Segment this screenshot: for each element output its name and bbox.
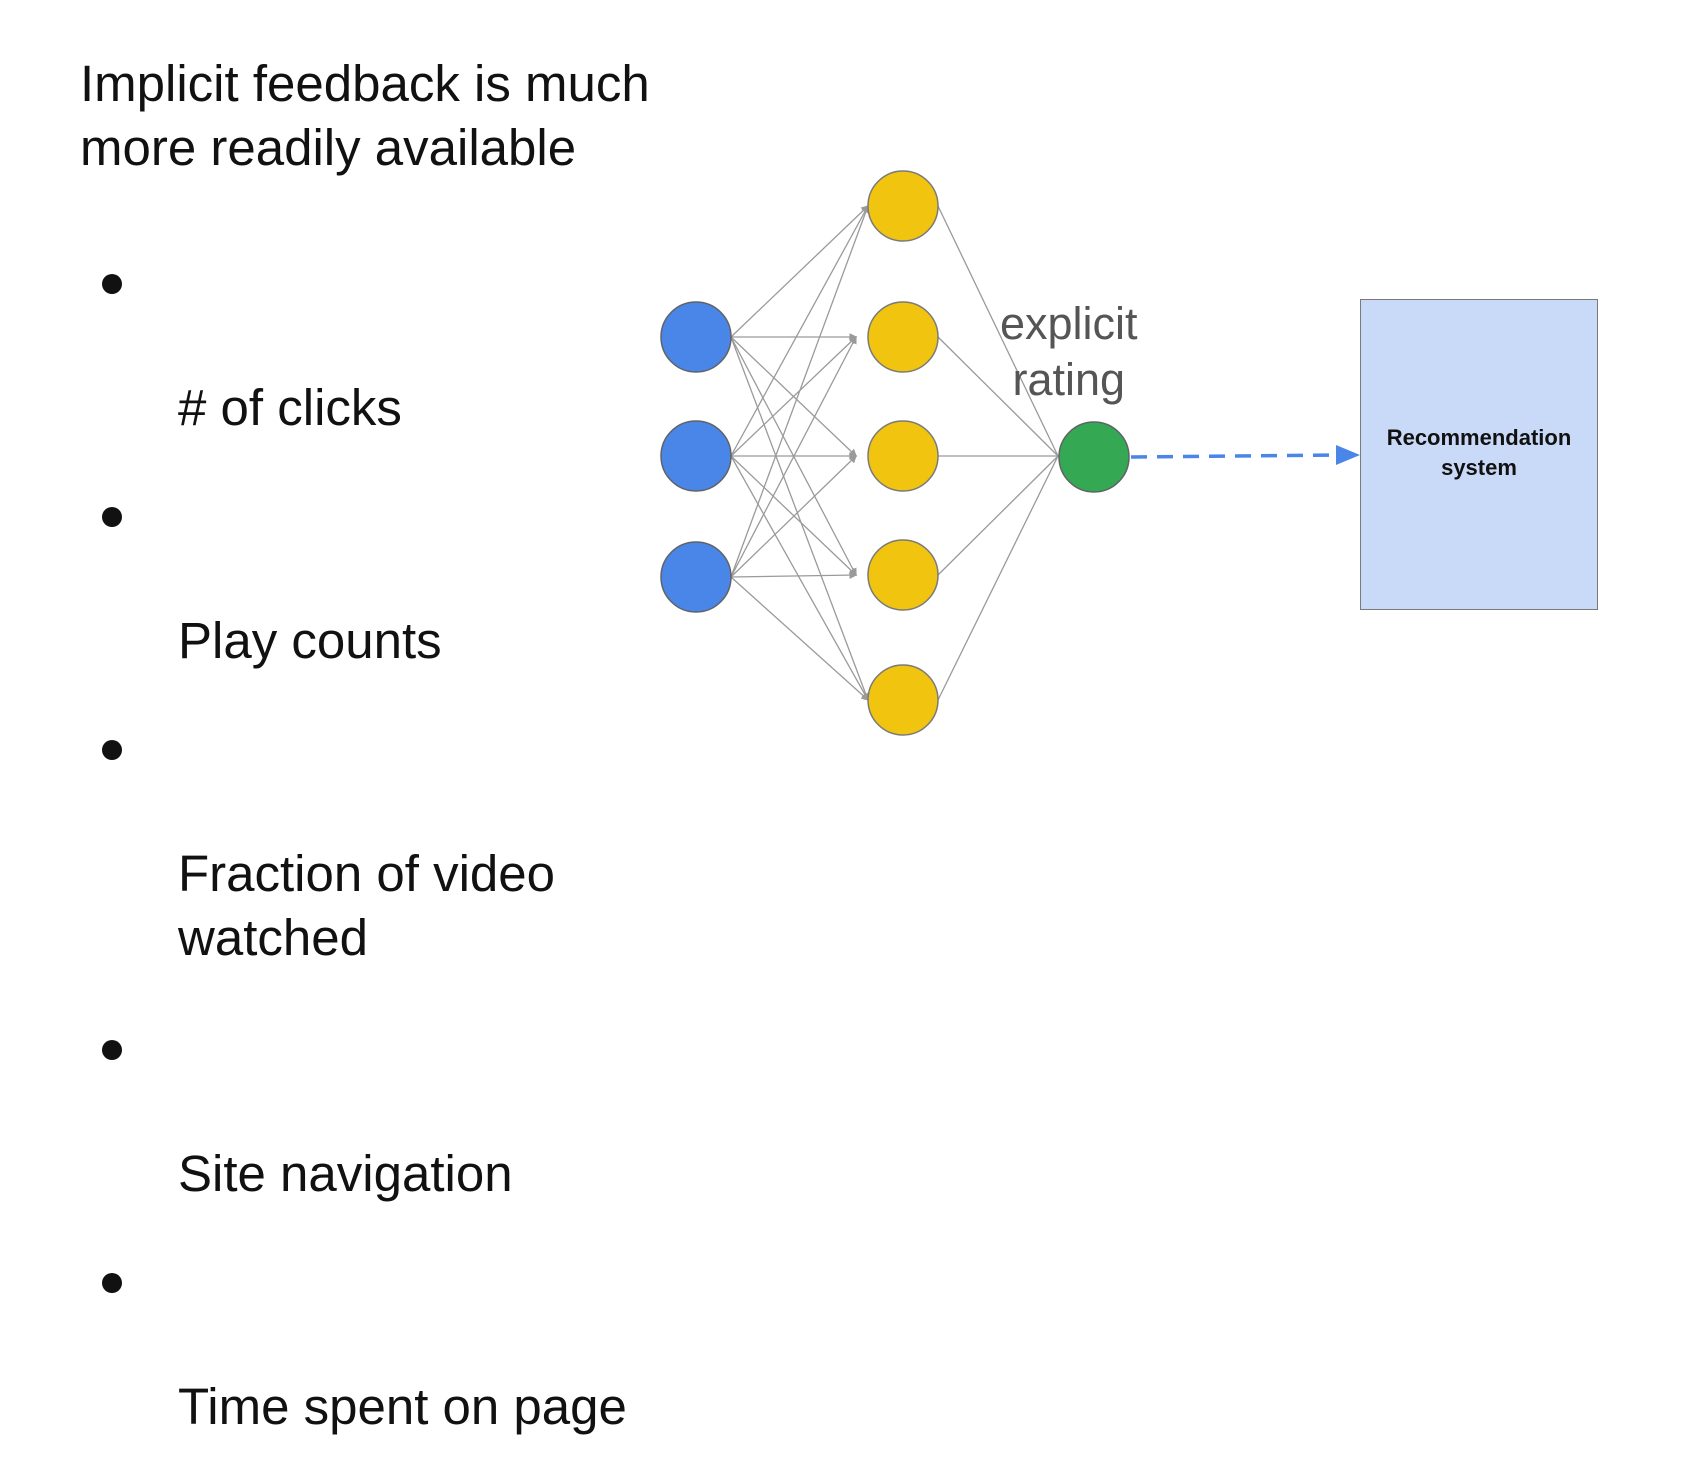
edge: [730, 335, 857, 578]
edge: [730, 576, 869, 701]
input-layer: [660, 301, 732, 613]
recommendation-system-label: Recommendation system: [1386, 424, 1572, 480]
dashed-arrow: [1130, 445, 1360, 465]
edge: [730, 455, 869, 702]
hidden-node: [867, 420, 939, 492]
bullet-item-clicks: # of clicks: [96, 248, 696, 440]
bullet-text: Site navigation: [178, 1145, 513, 1202]
edges-hidden-to-output: [937, 205, 1059, 701]
edge: [937, 205, 1059, 457]
bullet-dot-icon: [102, 740, 122, 760]
input-node: [660, 420, 732, 492]
input-node: [660, 541, 732, 613]
bullet-item-time-on-page: Time spent on page: [96, 1247, 696, 1439]
edge: [937, 336, 1059, 457]
slide-title: Implicit feedback is much more readily a…: [80, 55, 650, 176]
bullet-text: Time spent on page: [178, 1378, 627, 1435]
hidden-layer: [867, 170, 939, 736]
edge: [730, 205, 869, 338]
hidden-node: [867, 664, 939, 736]
bullet-dot-icon: [102, 274, 122, 294]
bullet-text: Play counts: [178, 612, 442, 669]
bullet-dot-icon: [102, 507, 122, 527]
edge: [730, 204, 869, 457]
bullet-dot-icon: [102, 1273, 122, 1293]
edge: [730, 336, 857, 457]
bullet-text: # of clicks: [178, 379, 402, 436]
output-layer: [1058, 421, 1130, 493]
hidden-node: [867, 170, 939, 242]
edge: [730, 204, 870, 578]
output-node: [1058, 421, 1130, 493]
edge: [937, 455, 1059, 576]
output-label: explicit rating: [1000, 298, 1138, 405]
edge: [730, 455, 857, 578]
bullet-item-play-counts: Play counts: [96, 481, 696, 673]
bullet-item-site-navigation: Site navigation: [96, 1014, 696, 1206]
arrow-head-icon: [1336, 445, 1360, 465]
input-node: [660, 301, 732, 373]
recommendation-system-box: Recommendation system: [1360, 299, 1598, 610]
hidden-node: [867, 301, 939, 373]
edges-input-to-hidden: [730, 204, 870, 702]
hidden-node: [867, 539, 939, 611]
edge: [730, 336, 870, 702]
edge: [730, 571, 858, 580]
neural-network-diagram: [660, 170, 1360, 736]
edge: [730, 455, 857, 576]
arrow-line: [1130, 453, 1339, 459]
bullet-dot-icon: [102, 1040, 122, 1060]
edge: [937, 455, 1059, 701]
